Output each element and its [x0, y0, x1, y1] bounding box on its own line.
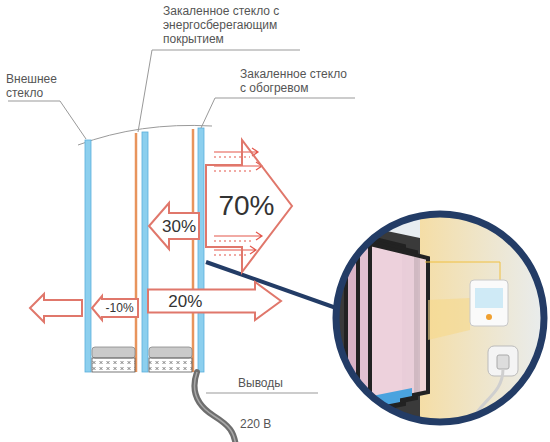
voltage-label: 220 В — [240, 417, 320, 431]
desiccant — [149, 358, 192, 372]
glass-label: Внешнее стекло — [6, 72, 68, 100]
heat-ray — [214, 232, 262, 240]
warm-glow — [420, 214, 550, 424]
arrow-shape — [149, 203, 199, 249]
plug — [497, 355, 509, 369]
coated-glass — [142, 132, 148, 372]
glass-pane — [370, 244, 428, 404]
cable-highlight — [194, 372, 236, 442]
thermostat — [470, 280, 508, 326]
arrow-outline — [148, 282, 281, 320]
percent-value: 20% — [168, 293, 202, 310]
heated-glass — [198, 128, 204, 372]
heat-flow-arrow: -10% — [92, 296, 138, 320]
heat-flow-arrow: 70% — [206, 140, 292, 272]
leader-line — [206, 393, 318, 394]
heat-ray — [214, 170, 254, 171]
terminal-label: Выводы — [238, 376, 318, 390]
leader-line — [8, 101, 86, 139]
glass-label: Закаленное стекло с энергосберегающим по… — [163, 4, 298, 46]
percent-value: 30% — [162, 218, 196, 235]
arrow-shape — [206, 140, 292, 272]
percent-value: 70% — [218, 192, 274, 220]
outer-glass — [85, 140, 91, 372]
spacer-frame — [92, 347, 135, 358]
heating-layer — [192, 129, 195, 372]
heat-ray — [214, 240, 254, 241]
desiccant — [92, 358, 135, 372]
power-cable — [194, 372, 236, 442]
wall — [330, 210, 550, 430]
spacer-frame — [149, 347, 192, 358]
glass-label: Закаленное стекло с обогревом — [240, 67, 352, 95]
heat-flow-arrow: 30% — [149, 203, 199, 249]
heat-ray — [214, 156, 250, 157]
inset-border — [336, 214, 544, 422]
leader-line — [201, 98, 355, 128]
thermostat-button — [486, 314, 492, 320]
energy-coating — [135, 133, 138, 372]
heat-loss-arrow — [30, 294, 82, 322]
heat-flow-arrow: 20% — [148, 282, 281, 320]
signal-line — [425, 262, 500, 280]
heat-beam — [428, 298, 470, 340]
arrow-shape — [148, 282, 281, 320]
arrow-shape — [92, 296, 138, 320]
thermostat-screen — [475, 288, 503, 308]
percent-value: -10% — [106, 302, 134, 314]
inset-photo — [330, 210, 550, 434]
